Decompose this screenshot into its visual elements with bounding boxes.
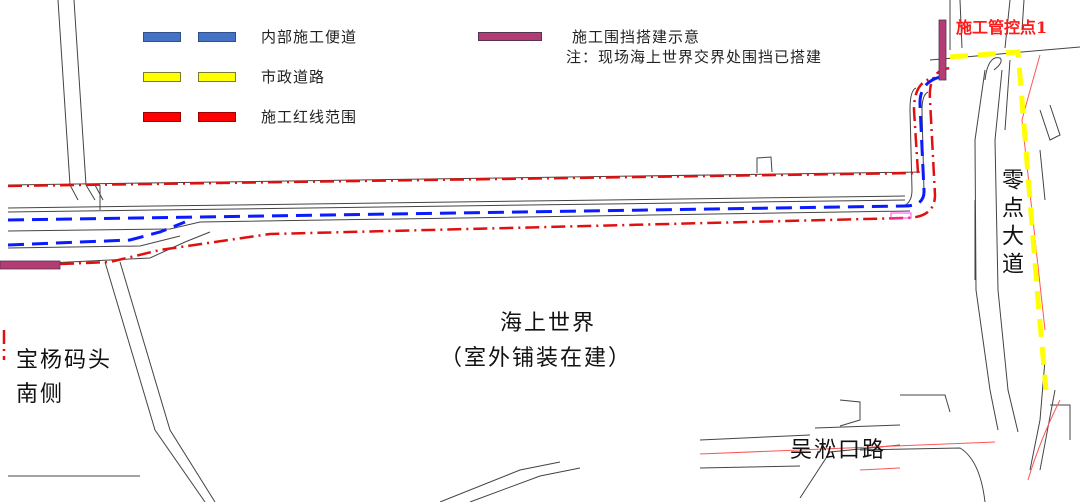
legend-note: 注：现场海上世界交界处围挡已搭建	[566, 48, 823, 66]
road-label-zero-point-avenue: 零点大道	[998, 168, 1023, 280]
internal-road-path	[7, 74, 946, 247]
municipal-edge-lines	[699, 54, 1061, 481]
fence-marker-left	[0, 260, 61, 270]
area-label-baoyang-pier: 宝杨码头	[16, 348, 113, 373]
legend-item-internal-road: 内部施工便道	[143, 26, 357, 47]
legend-label: 施工红线范围	[261, 108, 358, 126]
legend-swatch-yellow	[143, 71, 181, 82]
legend-label: 市政道路	[261, 68, 326, 86]
pink-hatch-marker	[890, 212, 912, 219]
area-label-baoyang-pier-south: 南侧	[16, 382, 65, 407]
legend-label: 内部施工便道	[261, 28, 358, 46]
legend-swatch-red	[198, 111, 236, 122]
red-line-boundary	[2, 66, 951, 360]
legend-item-fence: 施工围挡搭建示意	[478, 26, 700, 47]
legend-label: 施工围挡搭建示意	[572, 28, 701, 46]
legend-swatch-blue	[143, 31, 181, 42]
road-label-wusongkou-road: 吴淞口路	[790, 438, 887, 463]
legend-swatch-red	[143, 111, 181, 122]
fence-marker-top-right	[938, 19, 947, 81]
legend-item-municipal-road: 市政道路	[143, 66, 325, 87]
legend-item-red-line: 施工红线范围	[143, 106, 357, 127]
legend-swatch-blue	[198, 31, 236, 42]
area-label-haishang-world-note: （室外铺装在建）	[440, 346, 633, 371]
base-lines	[7, 0, 1080, 502]
control-point-label: 施工管控点1	[956, 18, 1048, 37]
municipal-road-path	[949, 49, 1049, 391]
legend-swatch-fence	[478, 32, 542, 41]
area-label-haishang-world: 海上世界	[500, 311, 597, 336]
legend-swatch-yellow	[198, 71, 236, 82]
